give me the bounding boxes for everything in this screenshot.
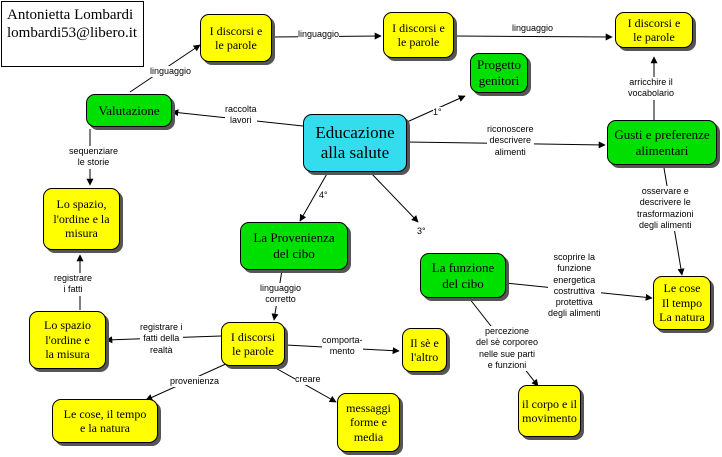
label-registrare-fatti: registrare i fatti (54, 273, 93, 296)
label-order-3: 3° (417, 226, 426, 238)
label-provenienza: provenienza (170, 376, 220, 388)
label-creare: creare (295, 374, 321, 386)
node-provenienza-cibo[interactable]: La Provenienza del cibo (240, 222, 348, 270)
node-funzione-cibo[interactable]: La funzione del cibo (420, 253, 506, 298)
label-order-4: 4° (319, 190, 328, 202)
label-sequenziare-storie: sequenziare le storie (69, 146, 119, 169)
label-order-1: 1° (433, 107, 442, 119)
node-cose-tempo-natura-2[interactable]: Le cose Il tempo La natura (653, 276, 711, 330)
node-progetto-genitori[interactable]: Progetto genitori (470, 53, 528, 93)
node-discorsi-parole-1[interactable]: I discorsi e le parole (200, 14, 272, 62)
author-email: lombardi53@libero.it (7, 25, 138, 41)
author-box: Antonietta Lombardi lombardi53@libero.it (1, 1, 144, 67)
label-riconoscere-descrivere: riconoscere descrivere alimenti (487, 124, 534, 158)
node-se-altro[interactable]: Il sè e l'altro (402, 328, 447, 372)
label-linguaggio-3: linguaggio (150, 66, 192, 78)
label-comportamento: comporta- mento (322, 335, 363, 358)
label-osservare-descrivere: osservare e descrivere le trasformazioni… (637, 186, 694, 231)
edge-discorsi2-discorsi3 (453, 33, 613, 41)
label-registrare-realta: registrare i fatti della realtà (140, 322, 183, 356)
node-spazio-ordine-misura-2[interactable]: Lo spazio l'ordine e la misura (29, 311, 106, 369)
node-cose-tempo-natura-1[interactable]: Le cose, il tempo e la natura (52, 399, 158, 443)
node-valutazione[interactable]: Valutazione (86, 94, 172, 127)
label-raccolta-lavori: raccolta lavori (225, 104, 257, 127)
node-discorsi-parole-2[interactable]: I discorsi e le parole (383, 12, 454, 58)
label-arricchire-vocabolario: arricchire il vocabolario (628, 77, 675, 100)
node-messaggi-forme-media[interactable]: messaggi forme e media (337, 393, 400, 452)
label-percezione-corporeo: percezione del sè corporeo nelle sue par… (476, 326, 539, 371)
node-discorsi-parole-4[interactable]: I discorsi le parole (221, 322, 285, 366)
label-scoprire-funzione: scoprire la funzione energetica costrutt… (548, 252, 601, 320)
edge-central-provenienza (299, 171, 329, 222)
node-spazio-ordine-misura-1[interactable]: Lo spazio, l'ordine e la misura (43, 188, 120, 250)
node-educazione-alla-salute[interactable]: Educazione alla salute (303, 114, 407, 172)
label-linguaggio-2: linguaggio (512, 23, 554, 35)
node-discorsi-parole-3[interactable]: I discorsi e le parole (615, 12, 693, 48)
edge-central-progetto (397, 95, 466, 127)
label-linguaggio-corretto: linguaggio corretto (260, 283, 302, 306)
author-name: Antonietta Lombardi (7, 7, 134, 23)
node-gusti-preferenze[interactable]: Gusti e preferenze alimentari (607, 120, 717, 165)
edge-central-funzione (369, 171, 419, 223)
label-linguaggio-1: linguaggio (298, 29, 340, 41)
node-corpo-movimento[interactable]: il corpo e il movimento (518, 385, 581, 437)
